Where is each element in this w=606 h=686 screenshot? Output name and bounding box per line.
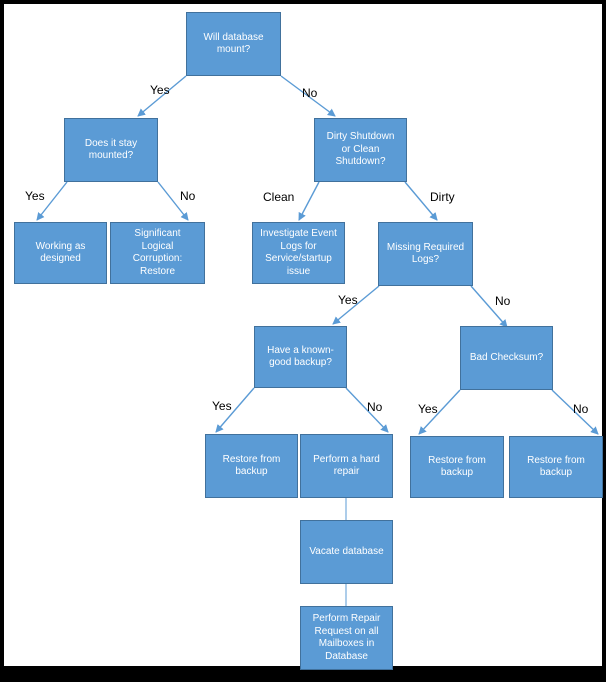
node-bad-checksum: Bad Checksum? <box>460 326 553 390</box>
edge-label-yes: Yes <box>418 402 438 416</box>
node-does-it-stay-mounted: Does it stay mounted? <box>64 118 158 182</box>
node-will-database-mount: Will database mount? <box>186 12 281 76</box>
edge-label-no: No <box>367 400 383 414</box>
edge-label-no: No <box>495 294 511 308</box>
node-perform-hard-repair: Perform a hard repair <box>300 434 393 498</box>
node-vacate-database: Vacate database <box>300 520 393 584</box>
node-missing-required-logs: Missing Required Logs? <box>378 222 473 286</box>
node-restore-from-backup-2: Restore from backup <box>410 436 504 498</box>
edge-stay-yes <box>36 181 68 221</box>
node-repair-request-mailboxes: Perform Repair Request on all Mailboxes … <box>300 606 393 670</box>
edge-checksum-no <box>551 389 599 435</box>
node-known-good-backup: Have a known- good backup? <box>254 326 347 388</box>
edge-shutdown-dirty <box>404 181 438 221</box>
edge-logs-no <box>470 285 508 328</box>
edge-label-yes: Yes <box>212 399 232 413</box>
edge-label-yes: Yes <box>25 189 45 203</box>
edge-shutdown-clean <box>298 181 320 221</box>
edge-label-yes: Yes <box>150 83 170 97</box>
edge-label-no: No <box>302 86 318 100</box>
node-working-as-designed: Working as designed <box>14 222 107 284</box>
edge-mount-yes <box>137 75 187 117</box>
node-investigate-event-logs: Investigate Event Logs for Service/start… <box>252 222 345 284</box>
node-restore-from-backup-3: Restore from backup <box>509 436 603 498</box>
node-dirty-or-clean-shutdown: Dirty Shutdown or Clean Shutdown? <box>314 118 407 182</box>
edge-checksum-yes <box>418 389 461 435</box>
edge-label-dirty: Dirty <box>430 190 455 204</box>
edge-stay-no <box>157 181 189 221</box>
edge-logs-yes <box>332 285 380 325</box>
connector-lines <box>36 75 599 606</box>
edge-mount-no <box>280 75 336 117</box>
edge-label-no: No <box>573 402 589 416</box>
edge-backup-no <box>345 387 389 433</box>
edge-label-yes: Yes <box>338 293 358 307</box>
edge-label-clean: Clean <box>263 190 295 204</box>
node-logical-corruption-restore: Significant Logical Corruption: Restore <box>110 222 205 284</box>
edge-label-no: No <box>180 189 196 203</box>
node-restore-from-backup-1: Restore from backup <box>205 434 298 498</box>
edge-backup-yes <box>215 387 255 433</box>
